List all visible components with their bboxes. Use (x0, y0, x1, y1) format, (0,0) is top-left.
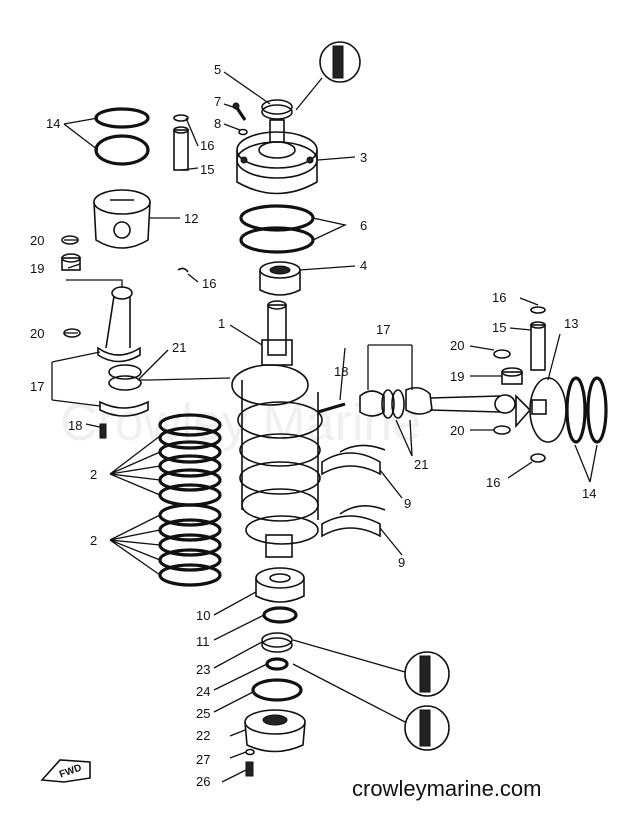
callout-11: 11 (196, 634, 210, 649)
callout-18-right: 18 (334, 364, 348, 379)
callout-17-left: 17 (30, 379, 44, 394)
callout-22: 22 (196, 728, 210, 743)
callout-3: 3 (360, 150, 367, 165)
watermark: Crowley Marine (60, 394, 421, 452)
callout-19-right: 19 (450, 369, 464, 384)
callout-9-upper: 9 (404, 496, 411, 511)
callout-5: 5 (214, 62, 221, 77)
oil-seal-24 (265, 657, 289, 671)
washer-8 (238, 128, 248, 136)
rod-bolt-18-left (99, 423, 107, 439)
callout-2-lower: 2 (90, 533, 97, 548)
callout-20-d: 20 (450, 423, 464, 438)
callout-14-right: 14 (582, 486, 596, 501)
leader-lines (51, 71, 598, 783)
circlip-16-upper-right (530, 306, 546, 314)
main-bearing-9-lower (321, 505, 386, 538)
retaining-ring-11 (262, 606, 298, 624)
callout-18-left: 18 (68, 418, 82, 433)
oil-seal-top (261, 99, 293, 120)
callout-8: 8 (214, 116, 221, 131)
bolt-7 (232, 102, 247, 121)
bearing-21-left (108, 364, 142, 391)
bearing-21-right (381, 389, 405, 419)
callout-16-left: 16 (202, 276, 216, 291)
connecting-rod-right (359, 386, 516, 417)
callout-25: 25 (196, 706, 210, 721)
callout-2-upper: 2 (90, 467, 97, 482)
detail-inset-lower-2 (292, 663, 450, 751)
callout-16-right: 16 (486, 475, 500, 490)
callout-17-right: 17 (376, 322, 390, 337)
callout-labels: 5 7 8 3 6 4 14 16 15 12 20 19 16 20 1 21… (30, 62, 596, 789)
lower-bearing-housing-22 (244, 709, 306, 753)
fwd-arrow: FWD (40, 759, 91, 783)
site-label: crowleymarine.com (352, 776, 542, 801)
upper-bearing-housing (236, 119, 318, 195)
callout-26: 26 (196, 774, 210, 789)
oil-seal-23 (261, 632, 293, 653)
callout-4: 4 (360, 258, 367, 273)
o-ring-6b (239, 226, 315, 254)
piston-pin-15-right (530, 321, 546, 371)
callout-6: 6 (360, 218, 367, 233)
fwd-label: FWD (58, 763, 83, 781)
detail-inset-top (295, 41, 361, 111)
circlip-16-upper (173, 114, 189, 122)
needle-bearing-19-right (501, 367, 523, 385)
washer-20c (493, 349, 511, 359)
callout-20-a: 20 (30, 233, 44, 248)
rod-cap-left (99, 400, 149, 417)
callout-10: 10 (196, 608, 210, 623)
circlip-16-left (177, 267, 189, 273)
o-ring-25 (251, 678, 303, 702)
piston-ring-14c (565, 376, 587, 444)
callout-7: 7 (214, 94, 221, 109)
callout-12: 12 (184, 211, 198, 226)
detail-inset-lower-1 (292, 639, 450, 697)
washer-27 (245, 748, 255, 756)
bolt-26 (245, 761, 254, 777)
callout-21-left: 21 (172, 340, 186, 355)
piston-ring-14a (94, 107, 150, 129)
callout-20-c: 20 (450, 338, 464, 353)
callout-9-lower: 9 (398, 555, 405, 570)
callout-19-left: 19 (30, 261, 44, 276)
crankshaft (231, 300, 323, 558)
piston-pin-15-left (173, 126, 189, 171)
callout-15-left: 15 (200, 162, 214, 177)
callout-24: 24 (196, 684, 210, 699)
callout-1: 1 (218, 316, 225, 331)
piston-right-13 (515, 377, 567, 443)
piston-ring-14b (94, 134, 150, 166)
callout-20-b: 20 (30, 326, 44, 341)
callout-21-right: 21 (414, 457, 428, 472)
needle-bearing-4 (259, 261, 301, 296)
circlip-16-right (530, 453, 546, 463)
piston-left-12 (93, 189, 151, 249)
callout-13: 13 (564, 316, 578, 331)
callout-14-left: 14 (46, 116, 60, 131)
callout-15-right: 15 (492, 320, 506, 335)
rod-bolt-18-right (317, 402, 346, 414)
callout-16-upper-left: 16 (200, 138, 214, 153)
connecting-rod-left (97, 286, 141, 363)
piston-ring-14d (586, 376, 608, 444)
main-bearing-9-upper (321, 444, 386, 476)
washer-20d (493, 425, 511, 435)
ball-bearing-10 (255, 567, 305, 603)
callout-27: 27 (196, 752, 210, 767)
callout-23: 23 (196, 662, 210, 677)
callout-16-upper-right: 16 (492, 290, 506, 305)
